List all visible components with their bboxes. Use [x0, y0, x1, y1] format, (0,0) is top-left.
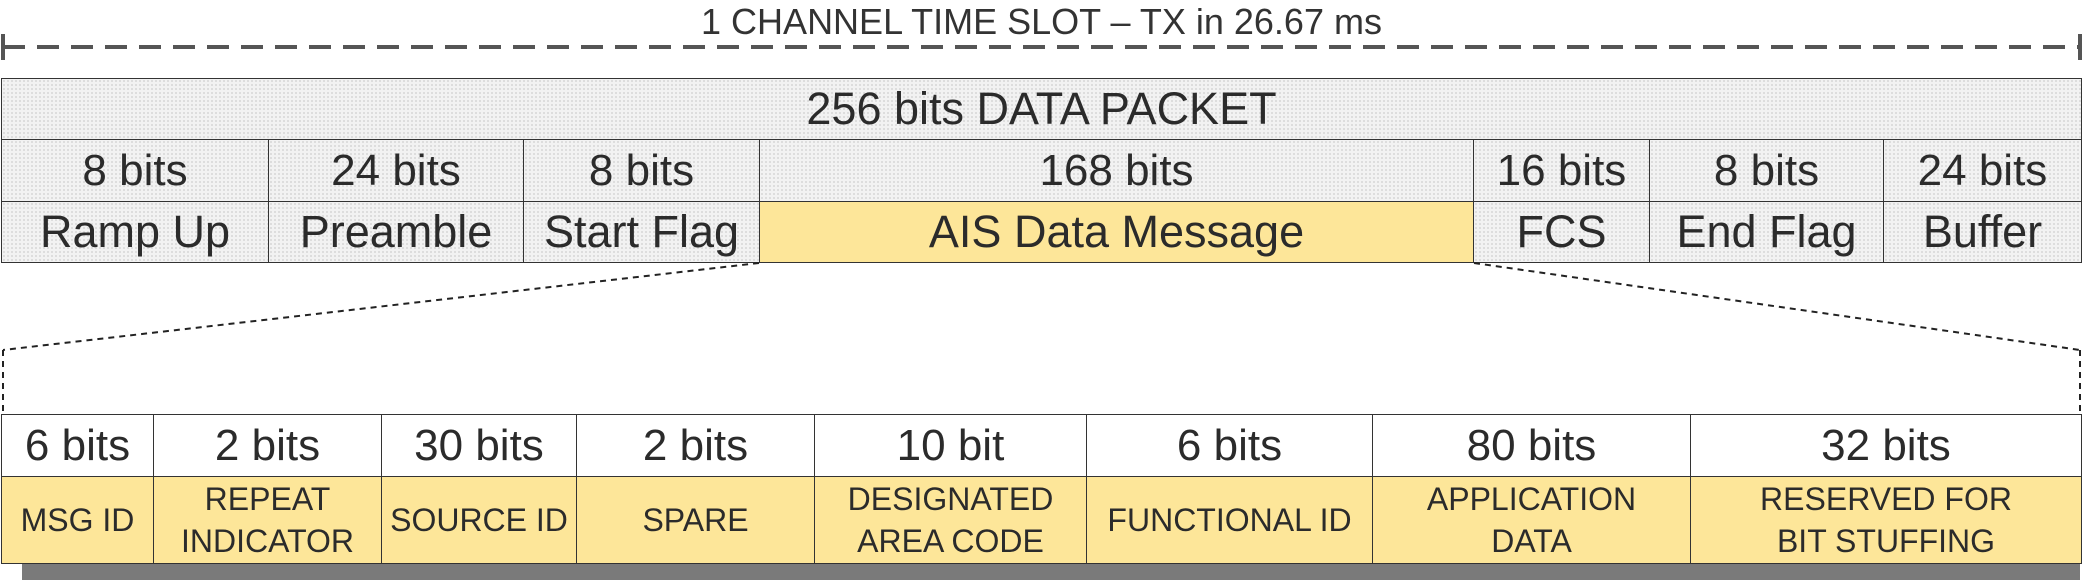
msg-bits-designated-area-code: 10 bit — [814, 414, 1087, 477]
packet-field-end-flag: End Flag — [1649, 201, 1884, 263]
msg-field-msg-id: MSG ID — [1, 476, 154, 564]
msg-field-designated-area-code: DESIGNATED AREA CODE — [814, 476, 1087, 564]
msg-field-source-id: SOURCE ID — [381, 476, 577, 564]
msg-bits-repeat-indicator: 2 bits — [153, 414, 382, 477]
packet-bits-preamble: 24 bits — [268, 139, 524, 202]
packet-bits-buffer: 24 bits — [1883, 139, 2082, 202]
packet-field-ramp-up: Ramp Up — [1, 201, 269, 263]
packet-bits-fcs: 16 bits — [1473, 139, 1650, 202]
packet-field-preamble: Preamble — [268, 201, 524, 263]
packet-field-start-flag: Start Flag — [523, 201, 760, 263]
msg-bits-spare: 2 bits — [576, 414, 815, 477]
packet-bits-start-flag: 8 bits — [523, 139, 760, 202]
msg-bits-application-data: 80 bits — [1372, 414, 1691, 477]
msg-field-functional-id: FUNCTIONAL ID — [1086, 476, 1373, 564]
packet-field-buffer: Buffer — [1883, 201, 2082, 263]
time-slot-title: 1 CHANNEL TIME SLOT – TX in 26.67 ms — [701, 1, 1382, 42]
msg-field-spare: SPARE — [576, 476, 815, 564]
msg-bits-msg-id: 6 bits — [1, 414, 154, 477]
msg-bits-reserved: 32 bits — [1690, 414, 2082, 477]
message-table-shadow — [22, 560, 2080, 580]
msg-field-application-data: APPLICATION DATA — [1372, 476, 1691, 564]
msg-field-reserved: RESERVED FOR BIT STUFFING — [1690, 476, 2082, 564]
msg-field-repeat-indicator: REPEAT INDICATOR — [153, 476, 382, 564]
msg-bits-functional-id: 6 bits — [1086, 414, 1373, 477]
packet-field-fcs: FCS — [1473, 201, 1650, 263]
msg-bits-source-id: 30 bits — [381, 414, 577, 477]
time-slot-dimension-line — [1, 34, 2082, 60]
packet-field-ais-data-message: AIS Data Message — [759, 201, 1474, 263]
packet-bits-ais-data: 168 bits — [759, 139, 1474, 202]
